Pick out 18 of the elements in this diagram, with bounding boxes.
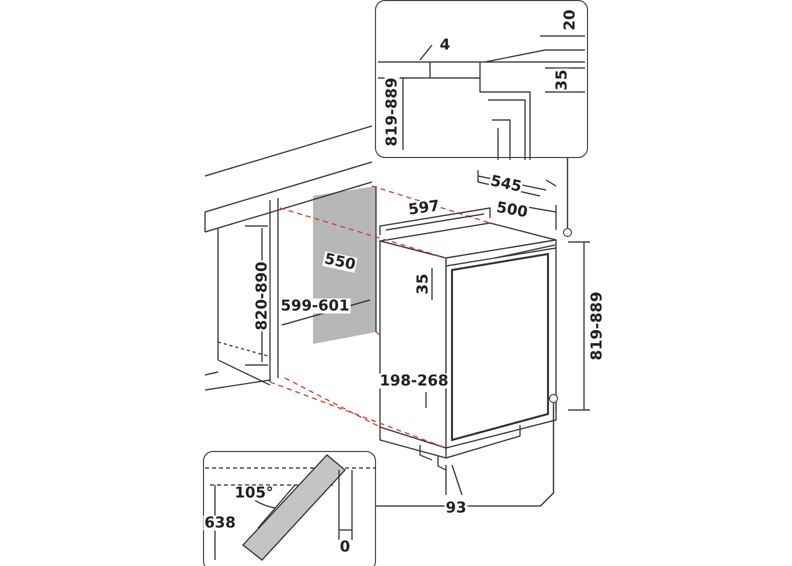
dimension-label: 20 <box>562 8 578 32</box>
dimension-label: 198-268 <box>378 374 450 388</box>
dimension-label: 105° <box>234 486 274 500</box>
dimension-label: 4 <box>438 38 452 52</box>
dimension-label: 819-889 <box>590 290 604 362</box>
dimension-label: 35 <box>554 68 570 92</box>
dimension-label: 819-889 <box>384 76 400 148</box>
leader-line <box>376 403 554 507</box>
dimension-label: 545 <box>488 173 524 195</box>
leader-line <box>566 158 568 228</box>
dimension-label: 35 <box>416 272 430 296</box>
dimension-label: 638 <box>203 516 237 530</box>
dimension-label: 93 <box>444 500 468 516</box>
dimension-label: 0 <box>338 540 352 554</box>
detail-inset-frame <box>375 0 588 158</box>
reference-circle <box>563 228 572 237</box>
dimension-label: 599-601 <box>280 298 350 314</box>
dimension-label: 820-890 <box>254 260 270 332</box>
